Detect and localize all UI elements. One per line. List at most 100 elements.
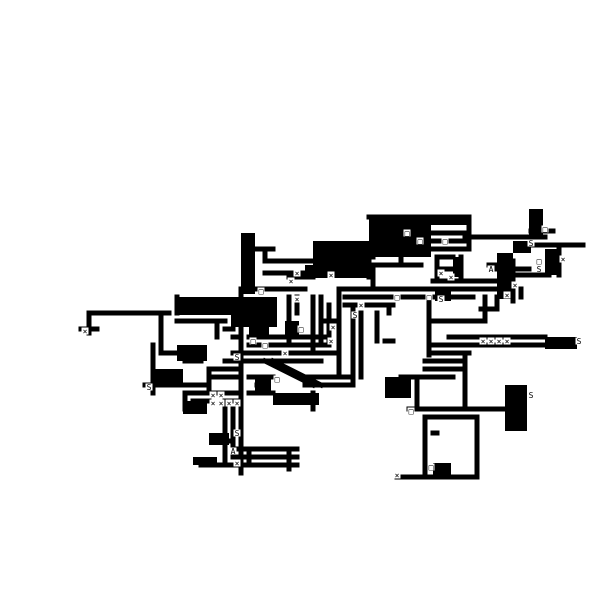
- map-marker-cell: [209, 399, 217, 407]
- map-marker-cell: [447, 273, 455, 281]
- item-marker: □: [395, 293, 400, 302]
- map-marker-cell: [541, 225, 549, 233]
- map-room: [177, 345, 207, 361]
- trap-marker: ×: [283, 349, 288, 358]
- map-marker-cell: [487, 337, 495, 345]
- trap-marker: ×: [561, 255, 566, 264]
- trap-marker: ×: [235, 399, 240, 408]
- map-marker-cell: [293, 269, 301, 277]
- map-corridor: [261, 357, 317, 389]
- altar-marker: A: [231, 447, 236, 456]
- trap-marker: ×: [219, 399, 224, 408]
- trap-marker: ×: [235, 459, 240, 468]
- trap-marker: ×: [439, 269, 444, 278]
- map-marker-cell: [357, 301, 365, 309]
- map-marker-cell: [273, 375, 281, 383]
- map-marker-cell: [503, 337, 511, 345]
- stairs-marker: S: [235, 429, 240, 438]
- stairs-marker: S: [537, 265, 542, 274]
- map-marker-cell: [225, 399, 233, 407]
- stairs-marker: S: [529, 391, 534, 400]
- map-marker-cell: [217, 391, 225, 399]
- map-markers: □□□S□□S×A×××××××□×SS□□×××××S×S□□×□××S×××…: [81, 225, 583, 480]
- stairs-marker: S: [353, 311, 358, 320]
- item-marker: □: [418, 237, 423, 246]
- map-marker-cell: [503, 291, 511, 299]
- map-room: [153, 369, 183, 385]
- map-marker-cell: [441, 237, 449, 245]
- map-marker-cell: [575, 337, 583, 345]
- map-marker-cell: [535, 265, 543, 273]
- item-marker: □: [429, 463, 434, 472]
- map-marker-cell: [329, 323, 337, 331]
- map-marker-cell: [249, 337, 257, 345]
- trap-marker: ×: [219, 391, 224, 400]
- map-marker-cell: [479, 337, 487, 345]
- trap-marker: ×: [211, 399, 216, 408]
- map-marker-cell: [281, 349, 289, 357]
- item-marker: □: [251, 337, 256, 346]
- item-marker: □: [537, 257, 542, 266]
- map-marker-cell: [559, 255, 567, 263]
- map-marker-cell: [535, 257, 543, 265]
- map-marker-cell: [233, 429, 241, 437]
- map-marker-cell: [437, 295, 445, 303]
- map-marker-cell: [407, 407, 415, 415]
- altar-marker: A: [489, 265, 494, 274]
- trap-marker: ×: [329, 337, 334, 346]
- item-marker: □: [405, 229, 410, 238]
- map-room: [177, 297, 231, 315]
- map-marker-cell: [327, 271, 335, 279]
- stairs-marker: S: [147, 383, 152, 392]
- trap-marker: ×: [295, 295, 300, 304]
- item-marker: □: [299, 325, 304, 334]
- map-room: [249, 313, 269, 338]
- map-room: [183, 401, 207, 414]
- map-room: [431, 217, 469, 225]
- map-marker-cell: [229, 447, 237, 455]
- map-marker-cell: [393, 293, 401, 301]
- item-marker: □: [543, 225, 548, 234]
- item-marker: □: [275, 375, 280, 384]
- trap-marker: ×: [497, 337, 502, 346]
- trap-marker: ×: [331, 323, 336, 332]
- item-marker: □: [263, 341, 268, 350]
- trap-marker: ×: [289, 277, 294, 286]
- trap-marker: ×: [295, 269, 300, 278]
- map-marker-cell: [403, 229, 411, 237]
- map-room: [545, 249, 559, 275]
- map-marker-cell: [437, 269, 445, 277]
- map-marker-cell: [233, 459, 241, 467]
- map-marker-cell: [293, 295, 301, 303]
- map-marker-cell: [487, 265, 495, 273]
- item-marker: □: [259, 287, 264, 296]
- map-room: [433, 463, 451, 475]
- map-marker-cell: [425, 293, 433, 301]
- map-room: [241, 233, 255, 294]
- map-marker-cell: [261, 341, 269, 349]
- trap-marker: ×: [449, 273, 454, 282]
- map-room: [545, 337, 577, 349]
- map-marker-cell: [297, 325, 305, 333]
- trap-marker: ×: [489, 337, 494, 346]
- map-marker-cell: [393, 471, 401, 479]
- item-marker: □: [409, 407, 414, 416]
- map-marker-cell: [257, 287, 265, 295]
- map-marker-cell: [81, 327, 89, 335]
- trap-marker: ×: [359, 301, 364, 310]
- trap-marker: ×: [227, 399, 232, 408]
- map-marker-cell: [511, 281, 519, 289]
- trap-marker: ×: [211, 391, 216, 400]
- item-marker: □: [443, 237, 448, 246]
- map-marker-cell: [233, 399, 241, 407]
- map-marker-cell: [145, 383, 153, 391]
- map-marker-cell: [527, 239, 535, 247]
- item-marker: □: [427, 293, 432, 302]
- map-marker-cell: [233, 353, 241, 361]
- map-room: [305, 265, 329, 275]
- stairs-marker: S: [235, 353, 240, 362]
- map-marker-cell: [351, 311, 359, 319]
- trap-marker: ×: [395, 471, 400, 480]
